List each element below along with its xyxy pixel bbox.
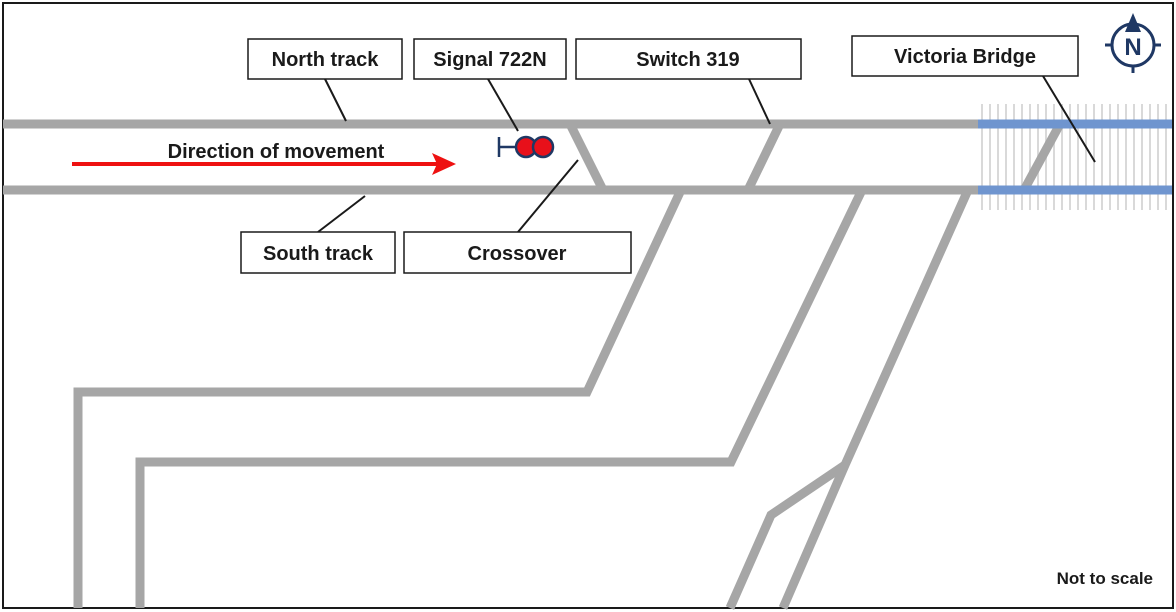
- north-track-leader: [324, 78, 347, 122]
- track-network: [3, 119, 1064, 610]
- bridge-box: [851, 35, 1079, 77]
- crossover-leader: [517, 159, 579, 233]
- signal-callout: Signal 722N: [413, 38, 567, 80]
- switch-callout: Switch 319: [575, 38, 802, 80]
- signal-label: Signal 722N: [433, 49, 546, 71]
- branch-track-3-spur: [725, 461, 848, 610]
- switch-319-track: [743, 122, 785, 192]
- south-track-label: South track: [263, 243, 374, 265]
- switch-label: Switch 319: [636, 49, 739, 71]
- north-track-callout: North track: [247, 38, 403, 80]
- crossover-track: [565, 121, 608, 193]
- leader-lines: [317, 75, 1096, 233]
- branch-track-2: [135, 188, 867, 608]
- arrow-head-icon: [432, 153, 456, 175]
- direction-label: Direction of movement: [168, 141, 385, 163]
- bridge-label: Victoria Bridge: [894, 46, 1036, 68]
- north-track-box: [247, 38, 403, 80]
- scale-note: Not to scale: [1057, 569, 1153, 588]
- switch-box: [575, 38, 802, 80]
- bridge-leader: [1042, 75, 1096, 163]
- bridge-rails: [978, 119, 1172, 195]
- north-track-label: North track: [272, 49, 380, 71]
- signal-box: [413, 38, 567, 80]
- signal-722n: [497, 135, 555, 159]
- crossover-box: [403, 231, 632, 274]
- south-track-callout: South track: [240, 231, 396, 274]
- bridge-callout: Victoria Bridge: [851, 35, 1079, 77]
- crossover-callout: Crossover: [403, 231, 632, 274]
- branch-track-1: [73, 188, 686, 608]
- south-track-leader: [317, 195, 366, 233]
- crossover-label: Crossover: [468, 243, 567, 265]
- bridge-crossover-track: [1020, 121, 1064, 193]
- north-arrow-compass-icon: [1105, 13, 1161, 73]
- south-track-box: [240, 231, 396, 274]
- direction-arrow: [72, 153, 456, 175]
- compass-needle: [1125, 13, 1141, 32]
- signal-lamp-2: [531, 135, 555, 159]
- signal-leader: [487, 78, 519, 132]
- switch-leader: [748, 78, 771, 125]
- compass-letter: N: [1124, 34, 1141, 61]
